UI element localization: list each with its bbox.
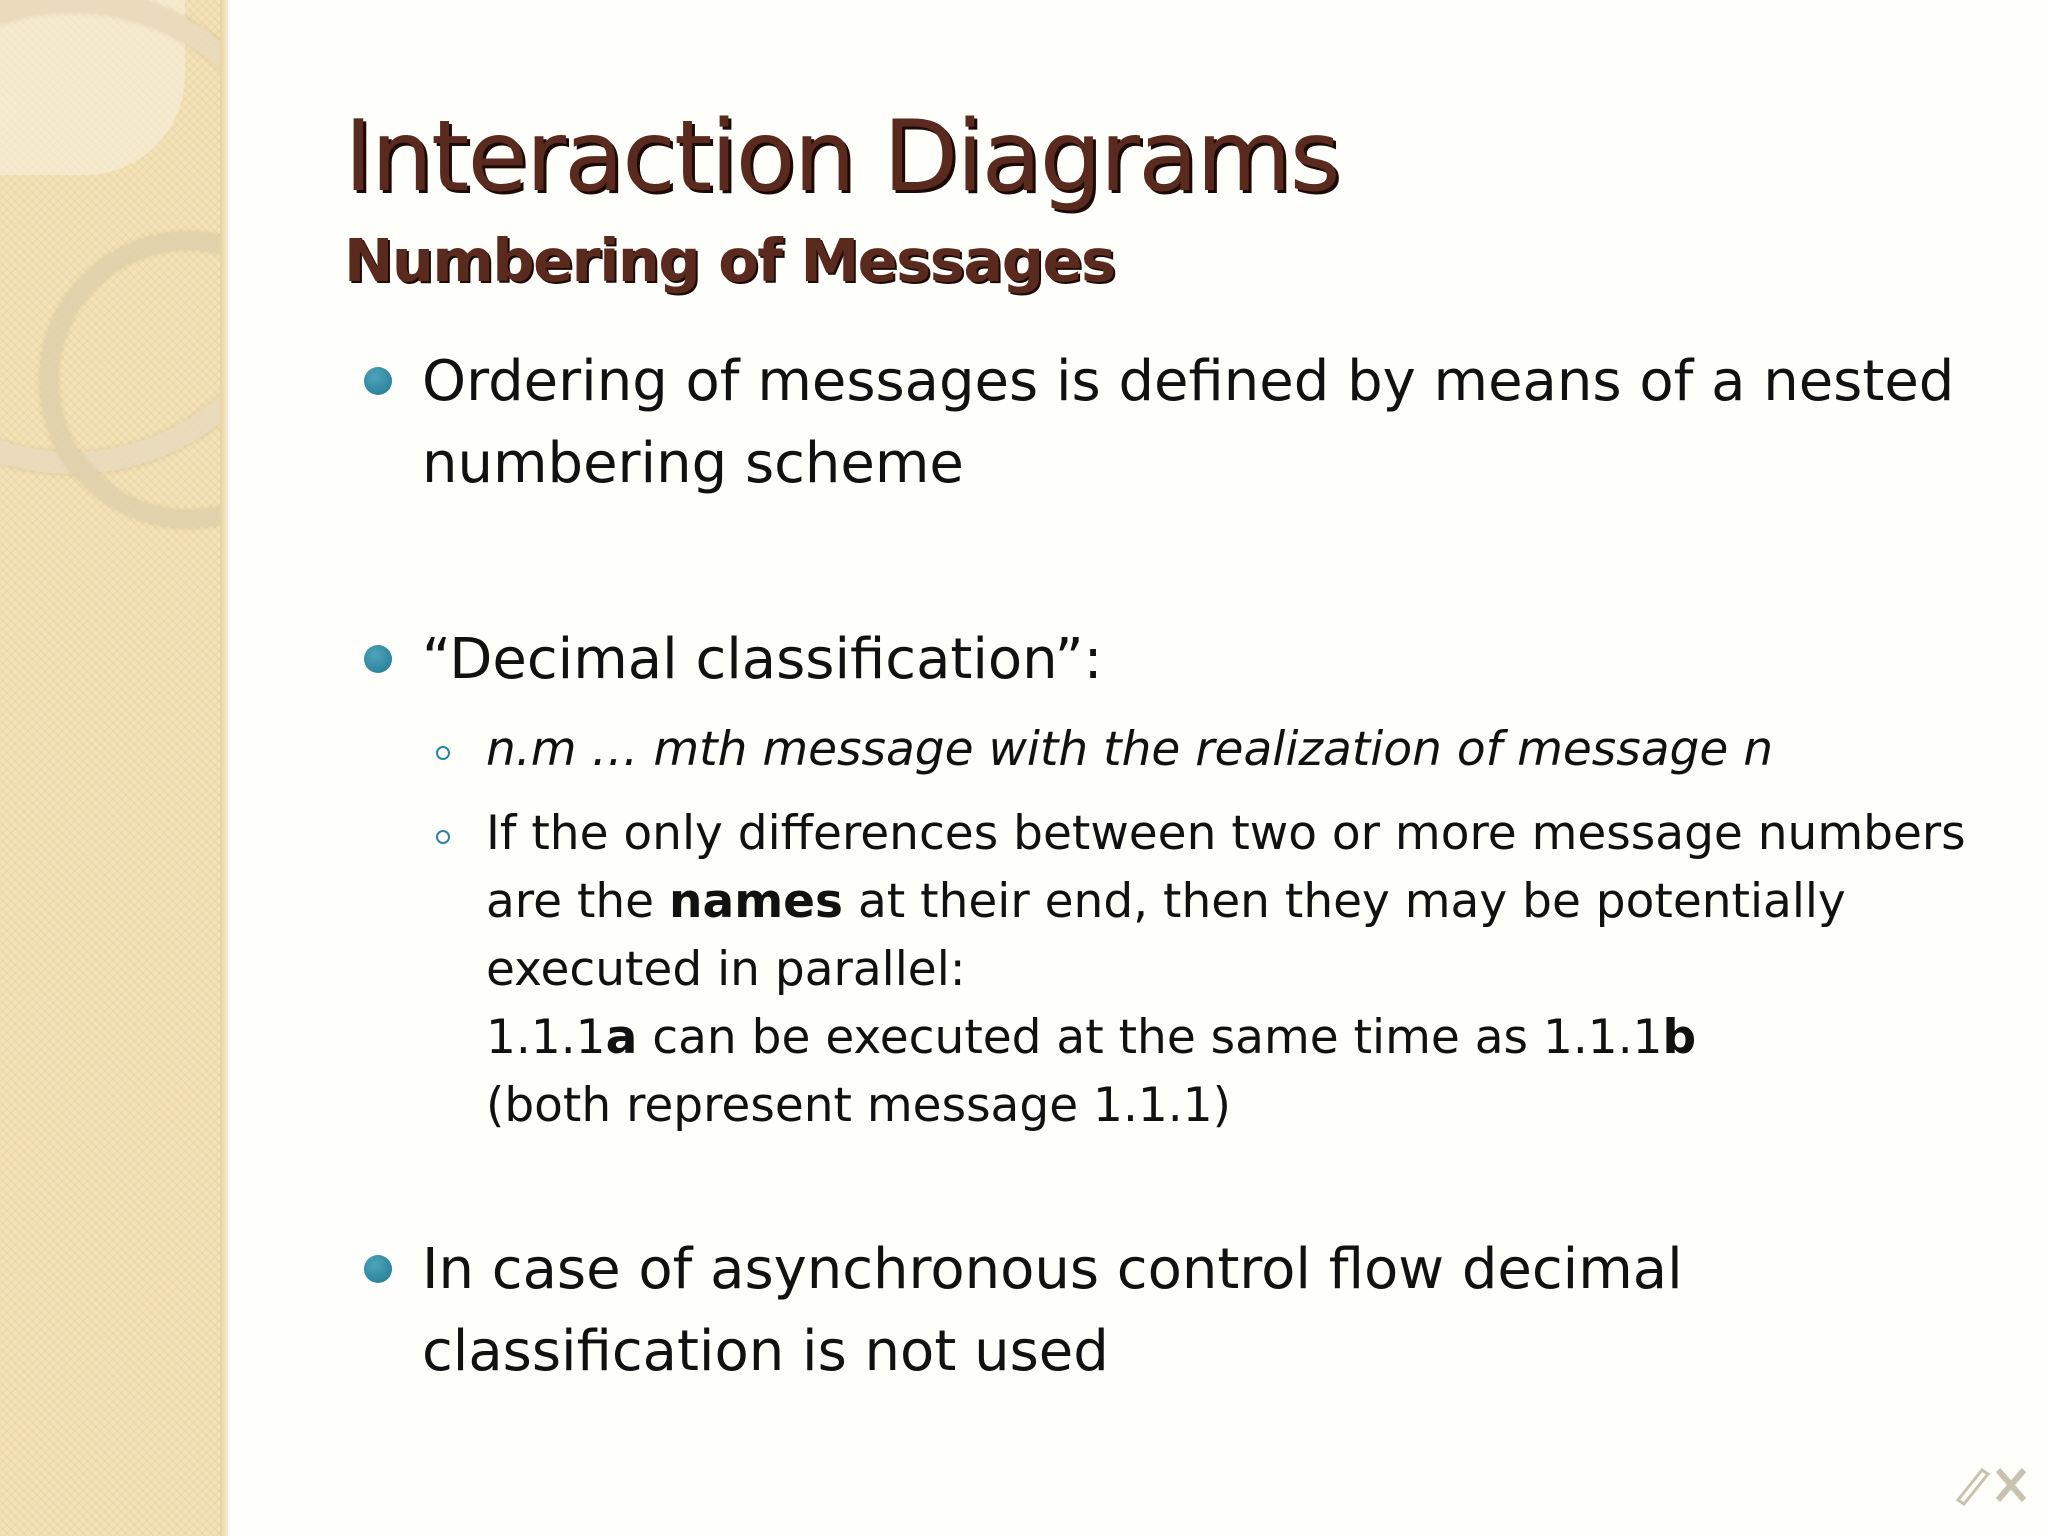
subbullet-bold-text: a [605,1010,638,1065]
subbullet-bold-text: names [669,874,844,929]
subbullet-ring-icon [436,830,450,844]
subbullet-parallel: If the only differences between two or m… [436,800,1986,1140]
bullet-dot-icon [364,367,392,395]
bullet-dot-icon [364,1255,392,1283]
bullet-asynchronous: In case of asynchronous control flow dec… [364,1229,1982,1393]
bullet-text-line: “Decimal classification”: [422,627,1103,692]
bullet-text-line: In case of asynchronous control flow dec… [422,1237,1683,1302]
subbullet-text: n.m … mth message with the realization o… [486,722,1774,777]
bullet-ordering: Ordering of messages is defined by means… [364,341,1982,505]
subbullet-bold-text: b [1662,1010,1697,1065]
sidebar-edge [220,0,228,1536]
slide-title: Interaction Diagrams [344,100,1341,214]
subbullet-ring-icon [436,746,450,760]
bullet-text-line: classification is not used [422,1319,1109,1384]
subbullet-line: (both represent message 1.1.1) [486,1078,1231,1133]
subbullet-line: 1.1.1a can be executed at the same time … [486,1004,1986,1072]
subbullet-line: If the only differences between two or m… [486,806,1966,861]
bullet-dot-icon [364,645,392,673]
pen-logo-svg [1955,1467,2027,1507]
decorative-sidebar [0,0,226,1536]
bullet-decimal-classification: “Decimal classification”: [364,619,1982,701]
bullet-text-line: Ordering of messages is defined by means… [422,349,1955,414]
bullet-text-line: numbering scheme [422,431,964,496]
slide-subtitle: Numbering of Messages [344,226,1116,295]
pen-logo-icon [1952,1456,2042,1517]
subbullet-line: are the names at their end, then they ma… [486,868,1986,936]
subbullet-text: are the [486,874,670,929]
subbullet-line: executed in parallel: [486,942,966,997]
subbullet-text: at their end, then they may be potential… [843,874,1846,929]
subbullet-nm: n.m … mth message with the realization o… [436,716,1986,784]
subbullet-text: 1.1.1 [486,1010,606,1065]
subbullet-text: can be executed at the same time as 1.1.… [637,1010,1663,1065]
